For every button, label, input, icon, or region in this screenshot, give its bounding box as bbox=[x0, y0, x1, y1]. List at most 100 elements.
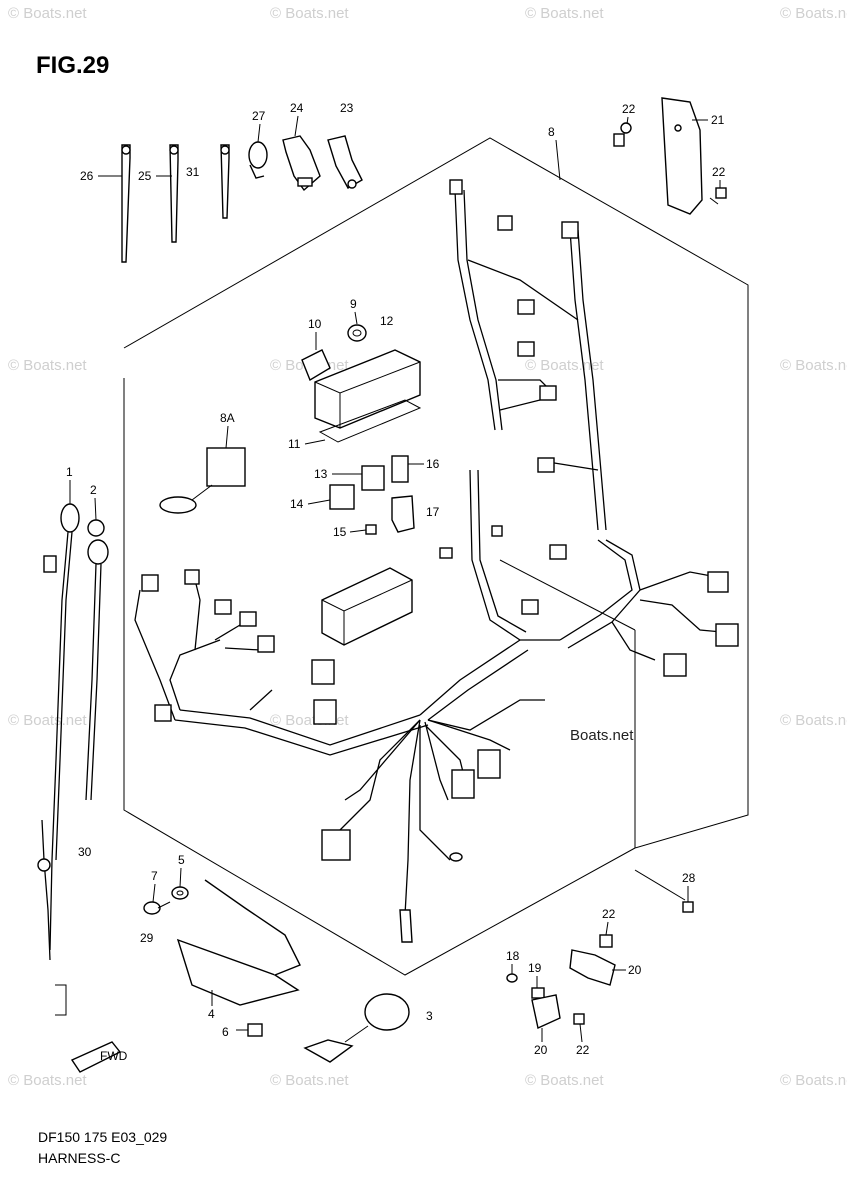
assembly-inner-line bbox=[499, 559, 636, 631]
cable-tie-31 bbox=[220, 144, 230, 219]
part-label: 18 bbox=[506, 949, 520, 963]
battery-cable-2 bbox=[85, 519, 109, 801]
clamp-23 bbox=[327, 135, 363, 189]
part-label: 20 bbox=[534, 1043, 548, 1057]
part-label: 27 bbox=[252, 109, 266, 123]
part-label: 5 bbox=[178, 853, 185, 867]
part-label: 21 bbox=[711, 113, 725, 127]
watermark: © Boats.net bbox=[780, 357, 847, 374]
part-label: 22 bbox=[712, 165, 726, 179]
forward-arrow-icon: FWD bbox=[70, 1041, 128, 1073]
part-label: 8A bbox=[220, 411, 235, 425]
watermark-inline: Boats.net bbox=[570, 727, 634, 744]
cover-17 bbox=[391, 495, 415, 533]
part-label: 22 bbox=[602, 907, 616, 921]
part-label: 14 bbox=[290, 497, 304, 511]
watermark: © Boats.net bbox=[270, 1072, 349, 1089]
part-label: 15 bbox=[333, 525, 347, 539]
part-label: 22 bbox=[576, 1043, 590, 1057]
battery-cable-1 bbox=[43, 503, 80, 951]
relay-13 bbox=[361, 465, 385, 491]
assembly-outline-lower bbox=[123, 378, 636, 976]
watermark: © Boats.net bbox=[525, 1072, 604, 1089]
watermark: © Boats.net bbox=[525, 357, 604, 374]
part-label: 24 bbox=[290, 101, 304, 115]
watermark: © Boats.net bbox=[8, 1072, 87, 1089]
figure-code: DF150 175 E03_029 bbox=[38, 1129, 168, 1145]
part-label: 29 bbox=[140, 931, 154, 945]
part-label: 22 bbox=[622, 102, 636, 116]
bolt-22-low bbox=[573, 1013, 585, 1025]
fuse-box-cover-12 bbox=[314, 349, 421, 429]
relay-16 bbox=[391, 455, 409, 483]
part-label: 10 bbox=[308, 317, 322, 331]
watermark: © Boats.net bbox=[525, 5, 604, 22]
part-label: 1 bbox=[66, 465, 73, 479]
bracket-21 bbox=[661, 97, 703, 215]
watermarks: © Boats.net © Boats.net © Boats.net © Bo… bbox=[8, 5, 847, 1089]
part-label: 17 bbox=[426, 505, 440, 519]
part-label: 13 bbox=[314, 467, 328, 481]
bracket-4 bbox=[176, 879, 301, 1006]
part-labels: 26 25 31 27 24 23 22 21 22 8 9 10 12 8A … bbox=[66, 101, 726, 1057]
washer-5 bbox=[171, 886, 189, 900]
bolt-22-right bbox=[709, 187, 727, 205]
part-label: 26 bbox=[80, 169, 94, 183]
relay-14 bbox=[329, 484, 355, 510]
figure-title: FIG.29 bbox=[36, 52, 110, 79]
part-label: 30 bbox=[78, 845, 92, 859]
cable-tie-26 bbox=[121, 144, 131, 263]
watermark: © Boats.net bbox=[270, 712, 349, 729]
bolt-29 bbox=[143, 901, 171, 915]
clamp-20-lower bbox=[531, 994, 561, 1029]
cable-30 bbox=[37, 819, 67, 1016]
part-label: 11 bbox=[288, 437, 301, 451]
watermark: © Boats.net bbox=[8, 5, 87, 22]
gasket-11 bbox=[318, 399, 422, 443]
part-label: 16 bbox=[426, 457, 440, 471]
buzzer-3 bbox=[303, 993, 410, 1063]
wire-harness-8 bbox=[134, 189, 723, 916]
bolt-28 bbox=[682, 901, 694, 913]
nut-19 bbox=[531, 987, 545, 999]
part-label: 3 bbox=[426, 1009, 433, 1023]
bolt-22-upper bbox=[613, 122, 632, 147]
assembly-outline bbox=[123, 137, 749, 849]
cap-8a bbox=[159, 447, 246, 514]
part-label: 12 bbox=[380, 314, 394, 328]
part-label: 4 bbox=[208, 1007, 215, 1021]
watermark: © Boats.net bbox=[270, 5, 349, 22]
harness-connectors bbox=[141, 179, 739, 943]
part-label: 7 bbox=[151, 869, 158, 883]
clamp-27 bbox=[248, 141, 268, 179]
leader-line bbox=[634, 869, 686, 901]
part-label: 23 bbox=[340, 101, 354, 115]
clamp-20-upper bbox=[569, 949, 616, 986]
part-label: 19 bbox=[528, 961, 542, 975]
connector-15 bbox=[365, 524, 377, 535]
watermark: © Boats.net bbox=[8, 712, 87, 729]
part-label: 31 bbox=[186, 165, 200, 179]
part-label: 25 bbox=[138, 169, 152, 183]
clamp-24 bbox=[282, 135, 321, 192]
part-label: 6 bbox=[222, 1025, 229, 1039]
part-label: 20 bbox=[628, 963, 642, 977]
watermark: © Boats.net bbox=[780, 5, 847, 22]
nut-18 bbox=[506, 973, 518, 983]
cable-tie-25 bbox=[169, 144, 179, 243]
bolt-22-mid bbox=[599, 934, 613, 948]
part-label: 9 bbox=[350, 297, 357, 311]
junction-box bbox=[311, 567, 413, 725]
watermark: © Boats.net bbox=[8, 357, 87, 374]
part-label: 28 bbox=[682, 871, 696, 885]
clip-10 bbox=[301, 349, 331, 382]
watermark: © Boats.net bbox=[780, 1072, 847, 1089]
part-label: 8 bbox=[548, 125, 555, 139]
forward-label: FWD bbox=[100, 1049, 128, 1063]
figure-name: HARNESS-C bbox=[38, 1150, 121, 1166]
part-label: 2 bbox=[90, 483, 97, 497]
watermark: © Boats.net bbox=[780, 712, 847, 729]
screw-6 bbox=[236, 1023, 263, 1037]
grommet-9 bbox=[347, 324, 367, 342]
